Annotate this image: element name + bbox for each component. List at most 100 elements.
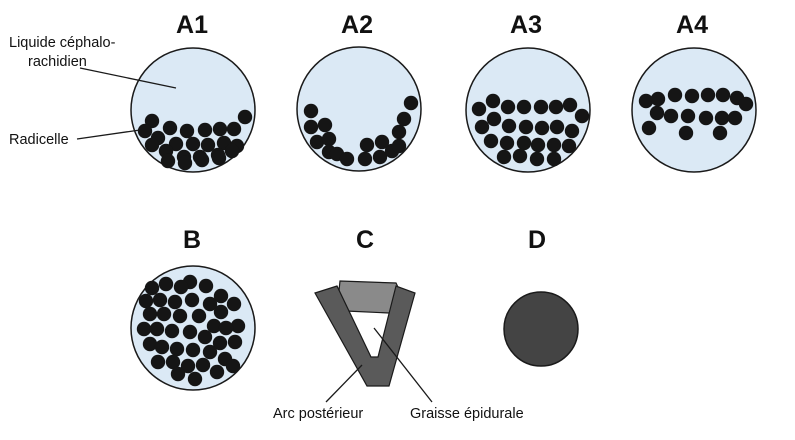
panel-label-c: C (356, 226, 374, 254)
leader-csf (79, 67, 177, 89)
leader-epidural-fat (373, 327, 433, 403)
panel-label-a4: A4 (676, 11, 708, 39)
rootlet-dot (200, 137, 216, 153)
rootlet-dot (321, 131, 337, 147)
rootlet-dot (213, 288, 229, 304)
dural-sac-a4 (631, 47, 757, 173)
rootlet-dot (206, 318, 222, 334)
rootlet-dot (169, 341, 185, 357)
rootlet-dot (185, 342, 201, 358)
rootlet-dot (150, 354, 166, 370)
rootlet-dot (226, 296, 242, 312)
rootlet-dot (641, 120, 657, 136)
rootlet-dot (359, 137, 375, 153)
rootlet-dot (226, 121, 242, 137)
rootlet-dot (168, 136, 184, 152)
rootlet-dot (518, 119, 534, 135)
rootlet-dot (142, 336, 158, 352)
rootlet-dot (700, 87, 716, 103)
leader-rootlet (76, 129, 141, 140)
rootlet-dot (712, 125, 728, 141)
rootlet-dot (162, 120, 178, 136)
rootlet-dot (698, 110, 714, 126)
rootlet-dot (650, 91, 666, 107)
rootlet-dot (142, 306, 158, 322)
label-csf-line1: Liquide céphalo- (9, 35, 116, 51)
rootlet-dot (548, 99, 564, 115)
rootlet-dot (678, 125, 694, 141)
label-rootlet: Radicelle (9, 132, 69, 148)
rootlet-dot (179, 123, 195, 139)
rootlet-dot (564, 123, 580, 139)
rootlet-dot (152, 292, 168, 308)
rootlet-dot (496, 149, 512, 165)
rootlet-dot (218, 320, 234, 336)
rootlet-dot (212, 335, 228, 351)
rootlet-dot (649, 105, 665, 121)
rootlet-dot (144, 113, 160, 129)
rootlet-dot (187, 371, 203, 387)
rootlet-dot (191, 308, 207, 324)
rootlet-dot (533, 99, 549, 115)
rootlet-dot (485, 93, 501, 109)
panel-label-a2: A2 (341, 11, 373, 39)
rootlet-dot (167, 294, 183, 310)
rootlet-dot (227, 334, 243, 350)
rootlet-dot (357, 151, 373, 167)
rootlet-dot (663, 108, 679, 124)
rootlet-dot (396, 111, 412, 127)
rootlets-b (136, 274, 246, 387)
rootlet-dot (230, 318, 246, 334)
rootlet-dot (317, 117, 333, 133)
rootlet-dot (303, 119, 319, 135)
rootlet-dot (374, 134, 390, 150)
rootlet-dot (574, 108, 590, 124)
rootlet-dot (195, 357, 211, 373)
rootlet-dot (546, 137, 562, 153)
rootlet-dot (309, 134, 325, 150)
rootlet-dot (339, 151, 355, 167)
panel-label-a3: A3 (510, 11, 542, 39)
rootlet-dot (165, 354, 181, 370)
leader-posterior-arch (325, 364, 363, 403)
rootlet-dot (738, 96, 754, 112)
panel-label-d: D (528, 226, 546, 254)
rootlet-dot (224, 143, 240, 159)
panel-label-a1: A1 (176, 11, 208, 39)
rootlet-dot (173, 279, 189, 295)
rootlet-dot (185, 136, 201, 152)
rootlet-dot (158, 276, 174, 292)
rootlets-a3 (471, 93, 590, 167)
rootlet-dot (202, 344, 218, 360)
rootlet-dot (500, 99, 516, 115)
rootlet-dot (209, 364, 225, 380)
label-posterior-arch: Arc postérieur (273, 406, 363, 422)
rootlet-dot (197, 329, 213, 345)
rootlets-a2 (303, 95, 419, 167)
rootlet-dot (391, 138, 407, 154)
panel-c-drawing (314, 280, 416, 387)
label-epidural-fat: Graisse épidurale (410, 406, 524, 422)
rootlet-dot (156, 306, 172, 322)
rootlet-dot (499, 135, 515, 151)
rootlet-dot (403, 95, 419, 111)
rootlet-dot (562, 97, 578, 113)
rootlets-a4 (638, 87, 754, 141)
rootlet-dot (684, 88, 700, 104)
rootlet-dot (160, 153, 176, 169)
rootlet-dot (680, 108, 696, 124)
rootlet-dot (516, 135, 532, 151)
rootlet-dot (474, 119, 490, 135)
rootlet-dot (391, 124, 407, 140)
rootlet-dot (172, 308, 188, 324)
rootlet-dot (715, 87, 731, 103)
rootlet-dot (194, 152, 210, 168)
panel-label-b: B (183, 226, 201, 254)
rootlet-dot (486, 111, 502, 127)
rootlet-dot (530, 137, 546, 153)
rootlet-dot (213, 304, 229, 320)
rootlet-dot (177, 155, 193, 171)
rootlet-dot (137, 123, 153, 139)
rootlet-dot (136, 321, 152, 337)
